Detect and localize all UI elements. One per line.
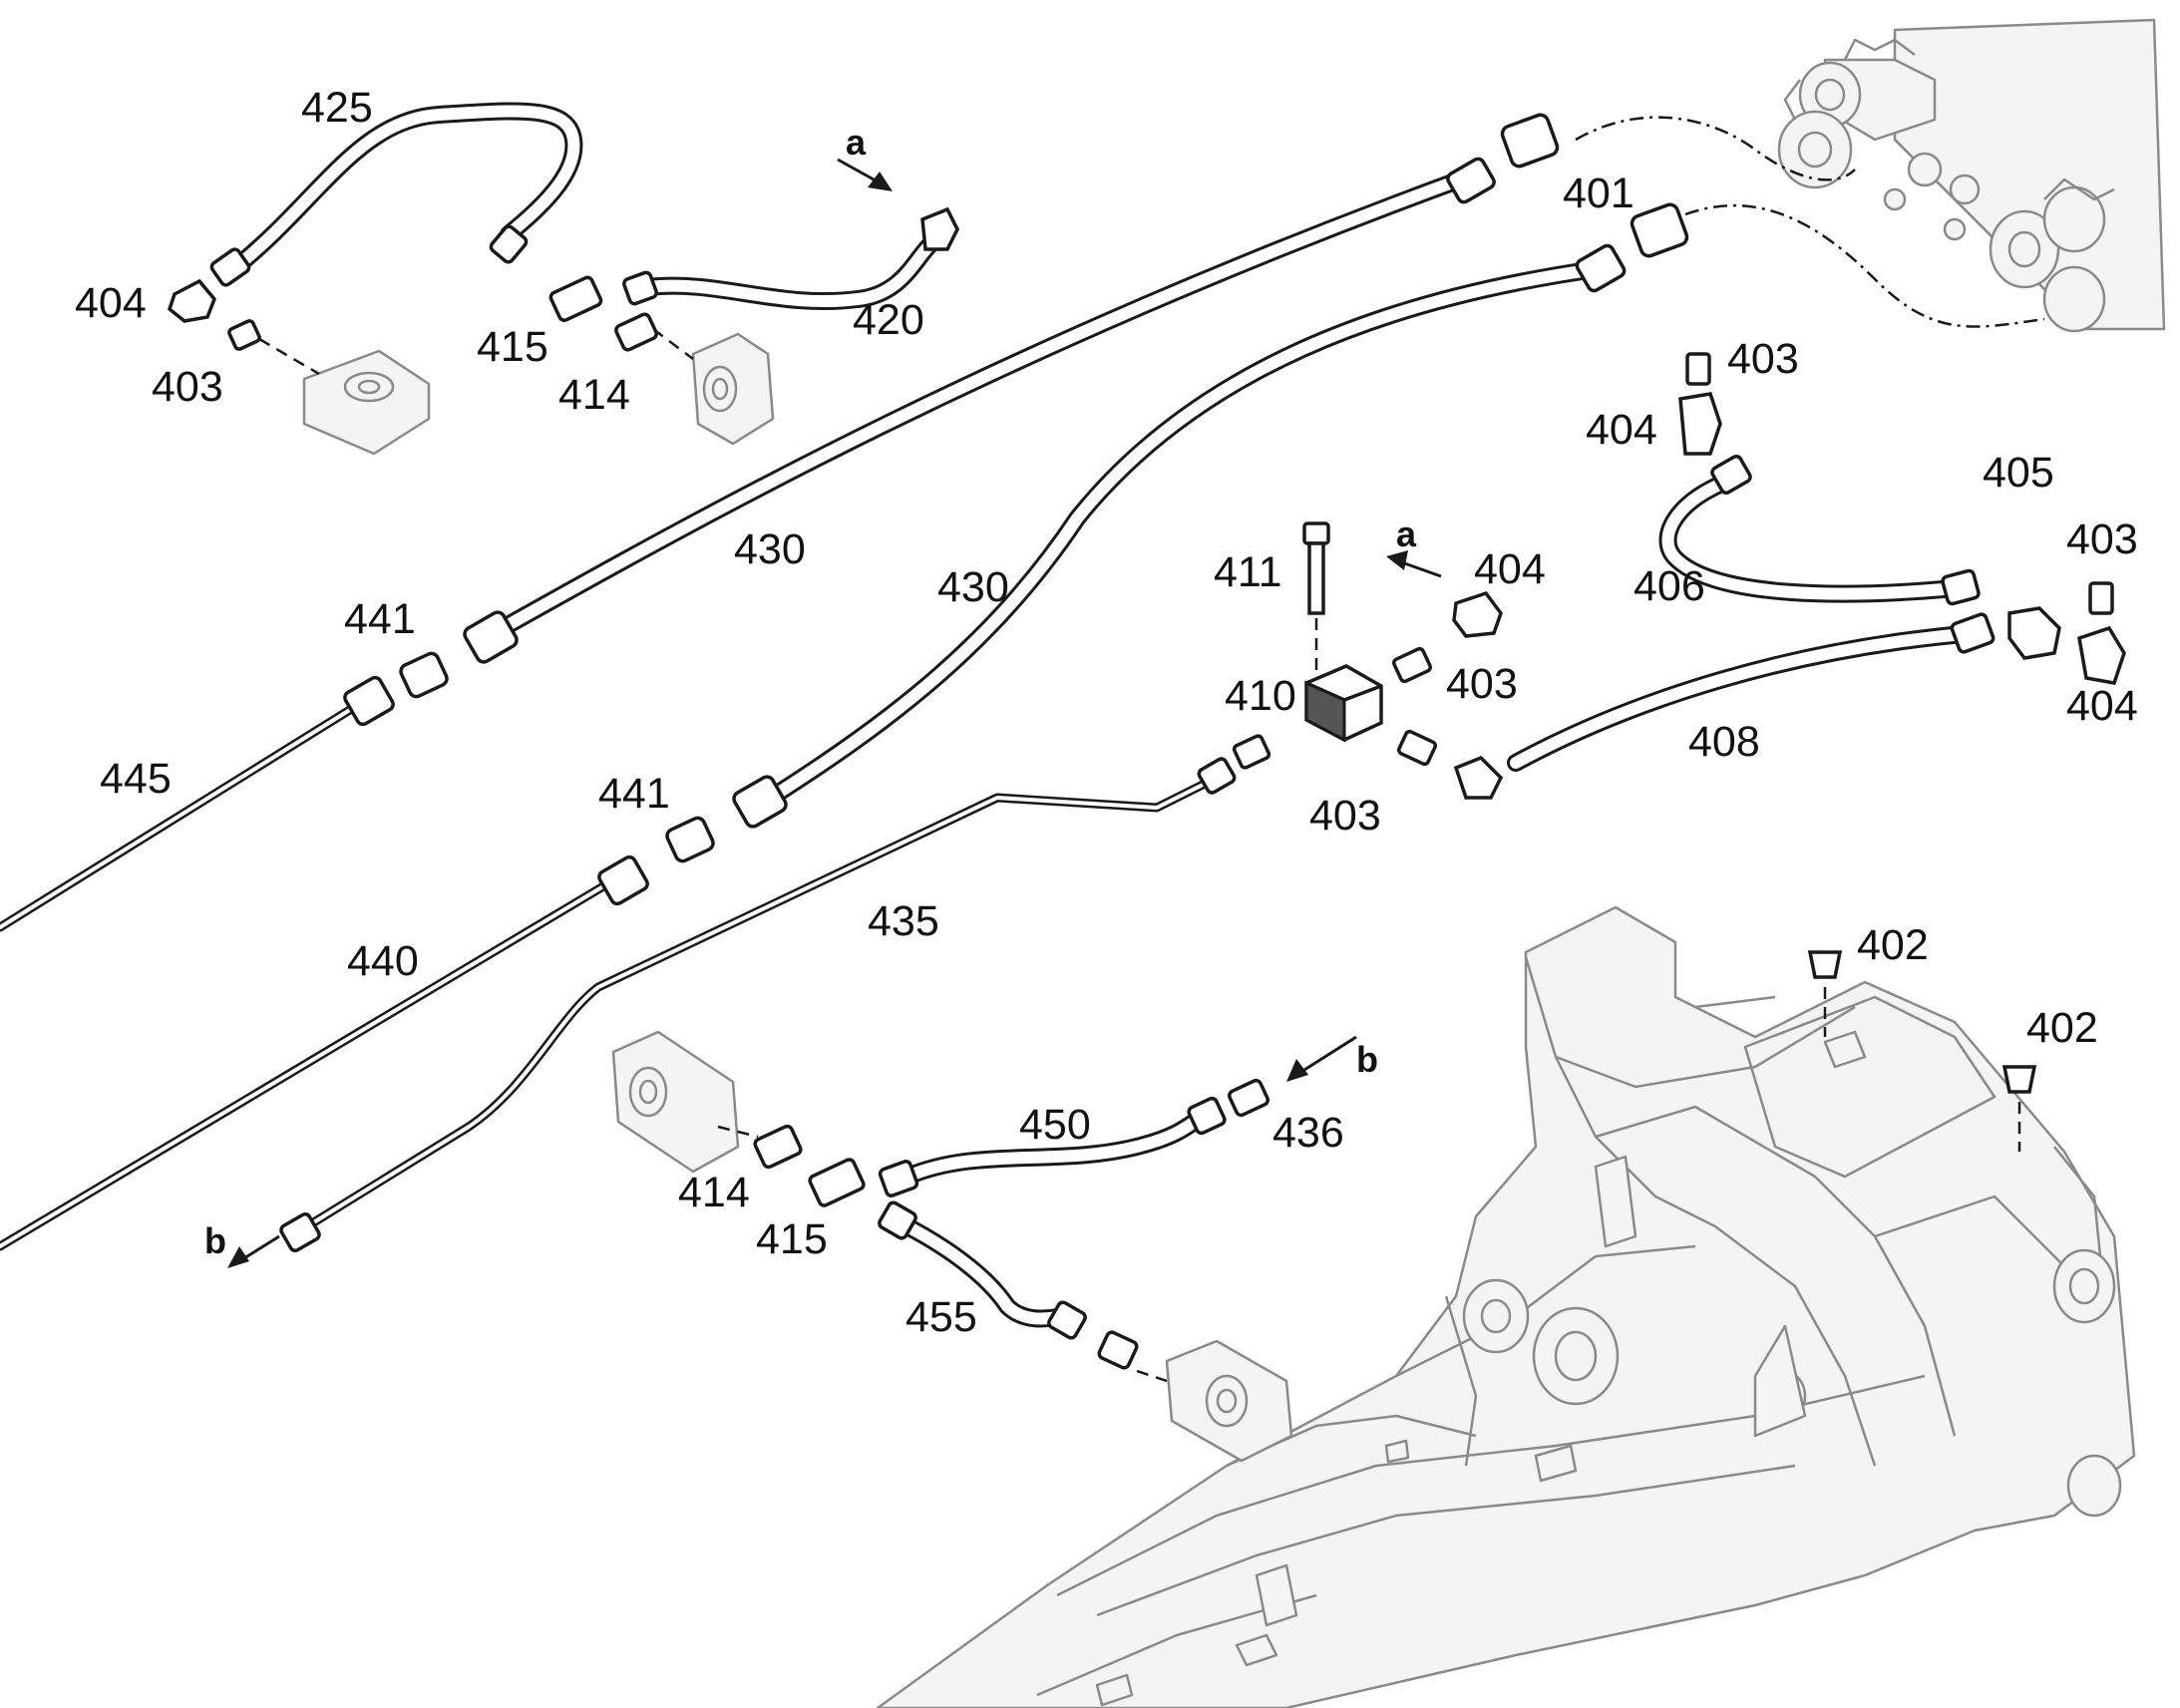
callout-406: 406 <box>1634 562 1705 610</box>
callout-411: 411 <box>1214 548 1282 596</box>
callout-402: 402 <box>1857 921 1929 969</box>
fittings <box>167 113 2126 1370</box>
callout-404: 404 <box>75 279 147 327</box>
boom-structure <box>876 905 2136 1708</box>
callout-403: 403 <box>2066 515 2138 563</box>
callout-425: 425 <box>301 84 373 132</box>
callout-410: 410 <box>1225 672 1296 720</box>
connection-letters: a a b b <box>204 122 1417 1261</box>
control-valve-block <box>1777 18 2166 333</box>
callout-401: 401 <box>1563 170 1635 217</box>
callout-404: 404 <box>1586 406 1657 454</box>
flange-block-bottom-middle <box>1165 1339 1293 1463</box>
callout-435: 435 <box>868 897 939 945</box>
callout-430: 430 <box>937 563 1009 611</box>
flange-block-bottom-left <box>611 1030 740 1174</box>
callout-403: 403 <box>1727 335 1799 383</box>
callout-403: 403 <box>1309 792 1381 840</box>
callout-455: 455 <box>906 1293 977 1341</box>
connection-arrows <box>227 158 1442 1268</box>
callout-404: 404 <box>1474 545 1546 593</box>
callout-430: 430 <box>734 525 806 573</box>
flange-block-top-left <box>302 349 431 456</box>
connection-mark-b: b <box>204 1220 226 1261</box>
callout-414: 414 <box>678 1169 750 1216</box>
connection-mark-a: a <box>1396 513 1417 554</box>
callout-415: 415 <box>477 323 548 371</box>
callout-445: 445 <box>100 755 172 803</box>
pipes <box>0 693 1222 1251</box>
callout-414: 414 <box>558 371 630 419</box>
callout-402: 402 <box>2026 1004 2098 1052</box>
connection-mark-b: b <box>1356 1039 1378 1080</box>
callout-441: 441 <box>598 770 670 818</box>
flange-block-top-middle <box>691 332 775 446</box>
callout-450: 450 <box>1019 1101 1091 1149</box>
callout-403: 403 <box>152 363 223 411</box>
part-callouts: 425 404 403 415 414 420 401 403 404 405 … <box>75 84 2138 1341</box>
callout-403: 403 <box>1446 660 1518 708</box>
connection-mark-a: a <box>846 122 867 163</box>
callout-415: 415 <box>756 1215 828 1263</box>
callout-404: 404 <box>2066 682 2138 730</box>
callout-440: 440 <box>347 937 419 985</box>
callout-405: 405 <box>1983 449 2054 497</box>
hoses <box>230 102 1984 1328</box>
callout-408: 408 <box>1688 718 1760 766</box>
callout-441: 441 <box>344 595 416 643</box>
callout-436: 436 <box>1272 1109 1344 1157</box>
callout-420: 420 <box>853 296 924 344</box>
